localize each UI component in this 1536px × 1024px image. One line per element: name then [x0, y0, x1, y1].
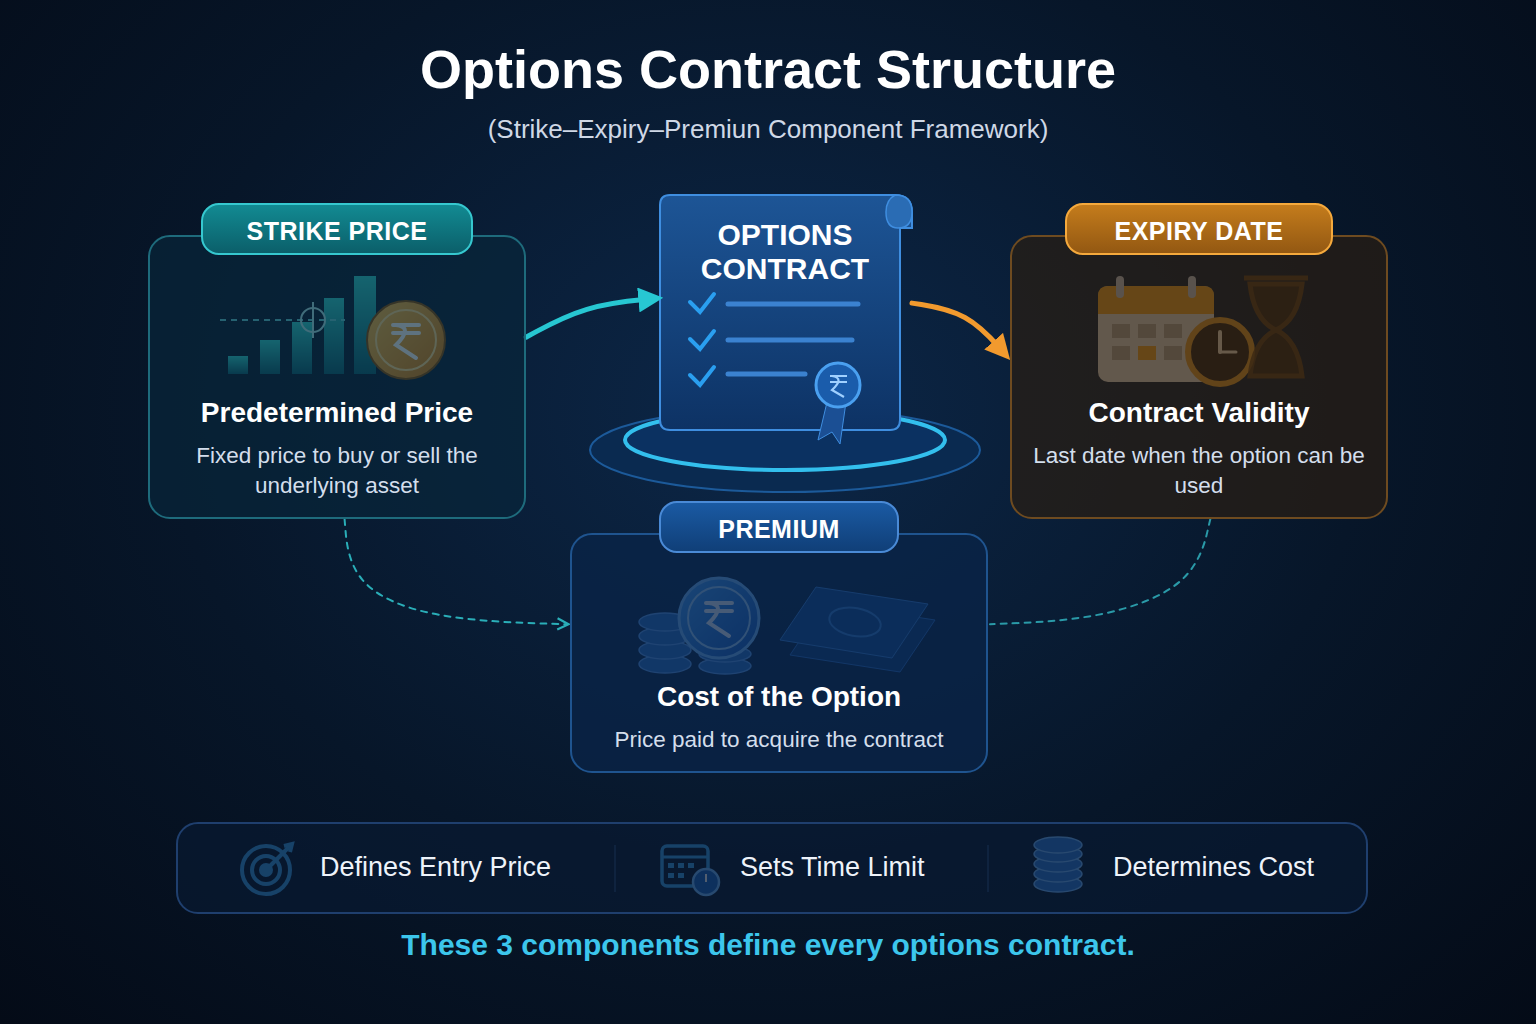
component-heading: Contract Validity — [1030, 397, 1368, 429]
document-icon — [660, 195, 912, 444]
premium-box: PREMIUMCost of the OptionPrice paid to a… — [570, 533, 988, 773]
title: Options Contract Structure — [0, 38, 1536, 100]
summary-item: Determines Cost — [1113, 852, 1314, 883]
component-description: Price paid to acquire the contract — [590, 725, 968, 755]
connector — [345, 519, 566, 624]
component-description: Last date when the option can be used — [1030, 441, 1368, 501]
contract-document: OPTIONS CONTRACT — [666, 208, 904, 304]
component-description: Fixed price to buy or sell the underlyin… — [168, 441, 506, 501]
expiry-box: EXPIRY DATEContract ValidityLast date wh… — [1010, 235, 1388, 519]
section-pill: PREMIUM — [659, 501, 899, 553]
section-pill: EXPIRY DATE — [1065, 203, 1333, 255]
summary-band: Defines Entry Price Sets Time Limit Determ… — [176, 822, 1368, 914]
section-pill: STRIKE PRICE — [201, 203, 473, 255]
component-heading: Predetermined Price — [168, 397, 506, 429]
strike-box: STRIKE PRICEPredetermined PriceFixed pri… — [148, 235, 526, 519]
connector — [912, 303, 1005, 354]
connector — [990, 519, 1210, 624]
component-heading: Cost of the Option — [590, 681, 968, 713]
document-title: OPTIONS CONTRACT — [686, 218, 884, 286]
summary-item: Sets Time Limit — [740, 852, 925, 883]
connector — [526, 298, 656, 337]
caption: These 3 components define every options … — [0, 928, 1536, 962]
summary-item: Defines Entry Price — [320, 852, 551, 883]
subtitle: (Strike–Expiry–Premiun Component Framewo… — [0, 114, 1536, 145]
